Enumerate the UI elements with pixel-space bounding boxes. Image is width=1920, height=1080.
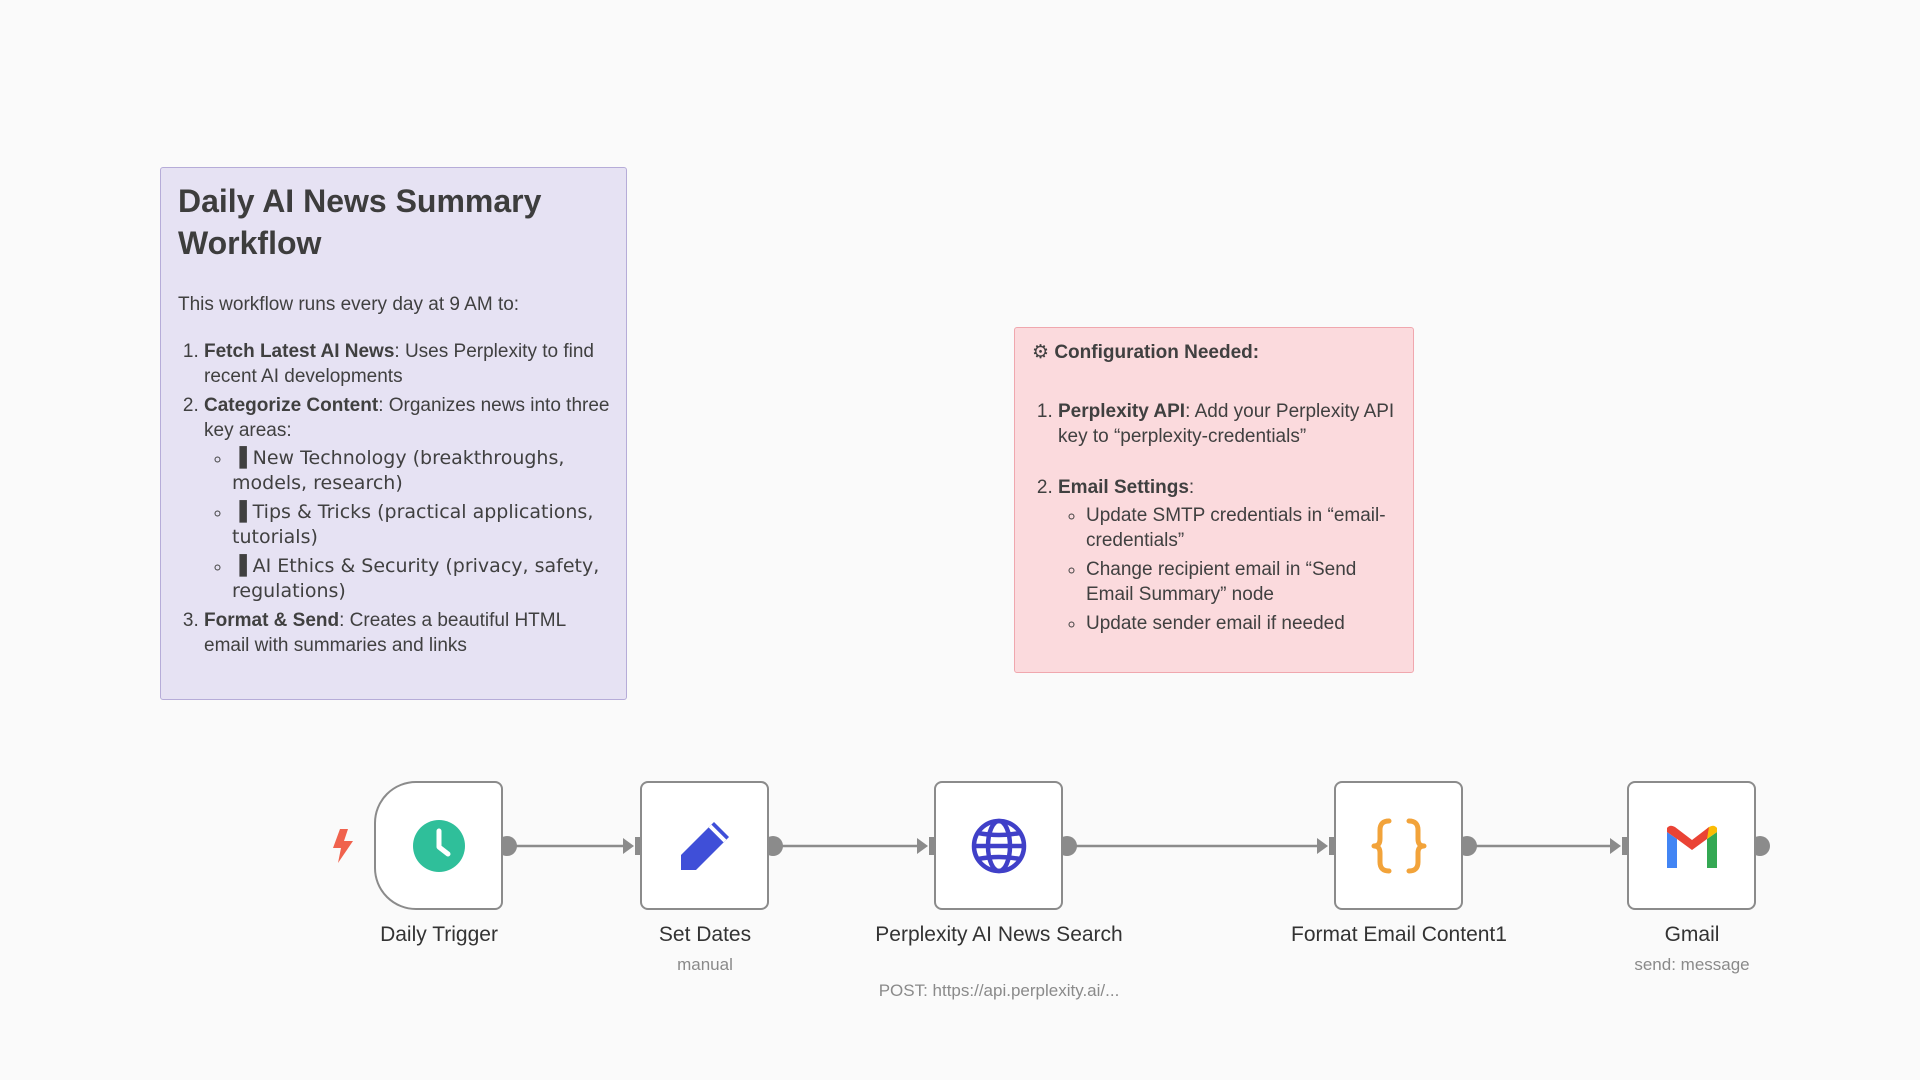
note-intro: This workflow runs every day at 9 AM to: bbox=[178, 294, 520, 315]
input-handle bbox=[1622, 837, 1628, 855]
node-daily-trigger[interactable] bbox=[374, 781, 503, 910]
arrowhead bbox=[623, 838, 634, 854]
node-label: Set Dates bbox=[658, 923, 752, 946]
node-subtitle: send: message bbox=[1634, 955, 1750, 974]
note-title: Daily AI News Summary Workflow bbox=[178, 183, 542, 261]
lightning-bolt-icon bbox=[333, 829, 353, 863]
list-item: Categorize Content: Organizes news into … bbox=[204, 393, 610, 604]
config-steps-list: Perplexity API: Add your Perplexity API … bbox=[1032, 399, 1397, 636]
node-set-dates[interactable] bbox=[640, 781, 769, 910]
node-subtitle: POST: https://api.perplexity.ai/... bbox=[878, 981, 1120, 1000]
list-item: ▐ New Technology (breakthroughs, models,… bbox=[232, 446, 610, 496]
note-steps-list: Fetch Latest AI News: Uses Perplexity to… bbox=[178, 339, 610, 658]
input-handle bbox=[929, 837, 935, 855]
gmail-icon bbox=[1666, 825, 1717, 868]
list-item: ▐ Tips & Tricks (practical applications,… bbox=[232, 500, 610, 550]
node-label: Daily Trigger bbox=[380, 923, 498, 946]
node-label: Perplexity AI News Search bbox=[875, 923, 1123, 946]
sticky-note-summary[interactable]: Daily AI News Summary Workflow This work… bbox=[160, 167, 627, 700]
sticky-note-configuration[interactable]: ⚙ Configuration Needed: Perplexity API: … bbox=[1014, 327, 1414, 673]
list-item: Format & Send: Creates a beautiful HTML … bbox=[204, 608, 610, 658]
pencil-icon bbox=[680, 821, 729, 870]
list-item: ▐ AI Ethics & Security (privacy, safety,… bbox=[232, 554, 610, 604]
list-item: Change recipient email in “Send Email Su… bbox=[1086, 557, 1397, 607]
node-subtitle: manual bbox=[677, 955, 733, 974]
list-item: Fetch Latest AI News: Uses Perplexity to… bbox=[204, 339, 610, 389]
globe-icon bbox=[971, 818, 1026, 873]
input-handle bbox=[1329, 837, 1335, 855]
note-heading: ⚙ Configuration Needed: bbox=[1032, 341, 1260, 363]
list-item: Email Settings: Update SMTP credentials … bbox=[1058, 475, 1397, 636]
arrowhead bbox=[1610, 838, 1621, 854]
gear-icon: ⚙ bbox=[1032, 341, 1050, 363]
arrowhead bbox=[917, 838, 928, 854]
list-item: Update sender email if needed bbox=[1086, 611, 1397, 636]
input-handle bbox=[635, 837, 641, 855]
node-label: Gmail bbox=[1664, 923, 1720, 946]
arrowhead bbox=[1317, 838, 1328, 854]
list-item: Update SMTP credentials in “email-creden… bbox=[1086, 503, 1397, 553]
list-item: Perplexity API: Add your Perplexity API … bbox=[1058, 399, 1397, 449]
clock-icon bbox=[412, 819, 465, 872]
node-label: Format Email Content1 bbox=[1291, 923, 1507, 946]
node-gmail[interactable] bbox=[1627, 781, 1756, 910]
code-braces-icon bbox=[1371, 818, 1426, 873]
node-format-email-content[interactable] bbox=[1334, 781, 1463, 910]
node-perplexity-ai-news-search[interactable] bbox=[934, 781, 1063, 910]
